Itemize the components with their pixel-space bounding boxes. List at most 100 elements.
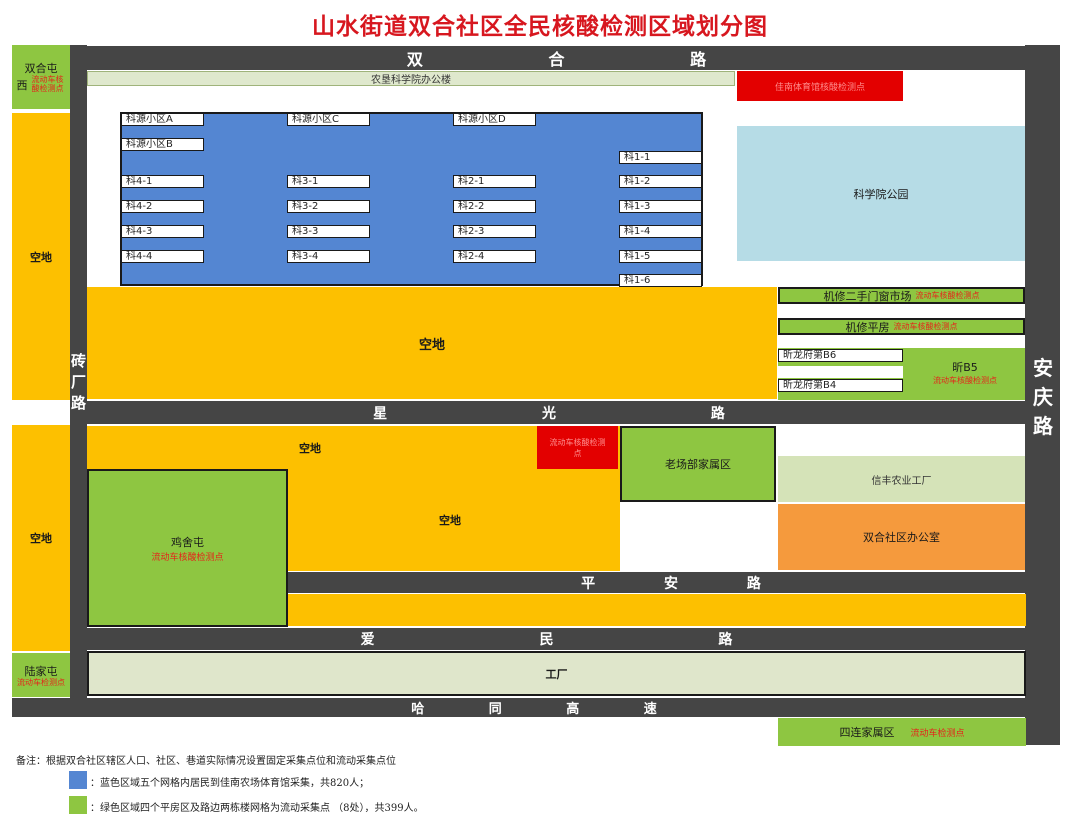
- zone-blue-keyuan[interactable]: [120, 112, 703, 286]
- area-lujiatun[interactable]: 陆家屯 流动车检测点: [12, 653, 70, 697]
- building-ke4-4[interactable]: 科4-4: [121, 250, 204, 263]
- building-label: 昕龙府第B4: [783, 379, 837, 391]
- mobile-test-site-label: 流动车核酸检测点: [915, 291, 980, 300]
- legend-swatch-blue: [69, 771, 87, 789]
- building-label: 科源小区C: [292, 113, 339, 125]
- building-label: 科3-1: [292, 175, 319, 187]
- building-label: 科源小区B: [126, 138, 173, 150]
- road-label-char: 厂: [70, 372, 86, 391]
- building-label: 科3-2: [292, 200, 319, 212]
- gap-white: [778, 366, 903, 378]
- mobile-test-site-label: 流动车核酸检测点: [31, 75, 64, 93]
- area-science-park[interactable]: 科学院公园: [737, 126, 1025, 261]
- area-label: 空地: [439, 514, 461, 527]
- mobile-test-site-label: 流动车核酸检测点: [933, 375, 997, 385]
- building-ke4-1[interactable]: 科4-1: [121, 175, 204, 188]
- building-nongken-office[interactable]: 农垦科学院办公楼: [87, 71, 735, 86]
- building-label: 科1-1: [624, 151, 651, 163]
- area-left-kongdi-2[interactable]: 空地: [12, 425, 70, 651]
- area-left-kongdi-1[interactable]: 空地: [12, 113, 70, 400]
- legend-note-main: 备注：根据双合社区辖区人口、社区、巷道实际情况设置固定采集点位和流动采集点位: [16, 756, 396, 767]
- area-shuanghe-office[interactable]: 双合社区办公室: [778, 504, 1025, 570]
- legend-note-green: ：绿色区域四个平房区及路边两栋楼网格为流动采集点 （8处），共399人。: [90, 803, 424, 814]
- road-zhuanchang: 砖 厂 路: [70, 45, 87, 717]
- building-xinlong-b4[interactable]: 昕龙府第B4: [778, 379, 903, 392]
- building-ke2-4[interactable]: 科2-4: [453, 250, 536, 263]
- road-label: 双 合 路: [406, 50, 767, 69]
- area-label: 双合社区办公室: [863, 531, 940, 544]
- area-silian[interactable]: 四连家属区 流动车检测点: [778, 718, 1026, 746]
- area-xinfeng-factory[interactable]: 信丰农业工厂: [778, 456, 1025, 502]
- gap-white: [12, 401, 70, 424]
- area-factory[interactable]: 工厂: [87, 651, 1026, 696]
- building-ke1-5[interactable]: 科1-5: [619, 250, 702, 263]
- area-yellow-strip: [288, 594, 1026, 626]
- building-label: 科1-3: [624, 200, 651, 212]
- area-shuanghetun-xi[interactable]: 双合屯 西 流动车核酸检测点: [12, 45, 70, 109]
- building-ke4-3[interactable]: 科4-3: [121, 225, 204, 238]
- area-kongdi-b-label: 空地: [420, 512, 480, 528]
- building-ke3-3[interactable]: 科3-3: [287, 225, 370, 238]
- building-keyuan-d[interactable]: 科源小区D: [453, 113, 536, 126]
- test-site-label: 点: [573, 448, 582, 458]
- building-ke1-4[interactable]: 科1-4: [619, 225, 702, 238]
- building-label: 科4-1: [126, 175, 153, 187]
- page-title: 山水街道双合社区全民核酸检测区域划分图: [312, 13, 768, 40]
- road-anqing: 安 庆 路: [1026, 45, 1060, 745]
- test-site-label: 佳南体育馆核酸检测点: [774, 82, 865, 93]
- building-ke4-2[interactable]: 科4-2: [121, 200, 204, 213]
- road-pingan: 平 安 路: [288, 572, 1026, 593]
- building-ke2-2[interactable]: 科2-2: [453, 200, 536, 213]
- building-ke1-2[interactable]: 科1-2: [619, 175, 702, 188]
- building-label: 科4-2: [126, 200, 153, 212]
- building-keyuan-a[interactable]: 科源小区A: [121, 113, 204, 126]
- road-label-char: 砖: [70, 351, 86, 370]
- building-label: 昕B5: [952, 360, 978, 374]
- building-label: 科2-1: [458, 175, 485, 187]
- building-label: 科源小区D: [458, 113, 506, 125]
- building-label: 昕龙府第B6: [783, 349, 837, 361]
- building-keyuan-c[interactable]: 科源小区C: [287, 113, 370, 126]
- area-label: 工厂: [545, 667, 568, 681]
- area-label: 机修平房: [845, 320, 890, 334]
- building-label: 科1-6: [624, 274, 651, 286]
- area-kongdi-a-label: 空地: [280, 440, 340, 456]
- building-keyuan-b[interactable]: 科源小区B: [121, 138, 204, 151]
- area-label: 西: [16, 79, 28, 92]
- building-xinlong-b6[interactable]: 昕龙府第B6: [778, 349, 903, 362]
- area-label: 空地: [30, 250, 52, 264]
- building-label: 科1-4: [624, 225, 651, 237]
- test-site-jianan-gym[interactable]: 佳南体育馆核酸检测点: [737, 71, 903, 101]
- road-xingguang: 星 光 路: [87, 401, 1026, 424]
- area-center-kongdi[interactable]: 空地: [87, 287, 777, 399]
- building-label: 科4-4: [126, 250, 153, 262]
- building-label: 农垦科学院办公楼: [371, 75, 451, 86]
- road-label: 星 光 路: [373, 405, 800, 422]
- test-site-mobile-2[interactable]: 流动车核酸检测 点: [537, 426, 618, 469]
- building-xin-b5[interactable]: 昕B5 流动车核酸检测点: [905, 350, 1025, 394]
- area-jixiu-market[interactable]: 机修二手门窗市场 流动车核酸检测点: [778, 287, 1025, 304]
- mobile-test-site-label: 流动车检测点: [17, 677, 65, 687]
- area-label: 四连家属区: [839, 726, 895, 739]
- road-label-char: 路: [1033, 413, 1053, 438]
- road-hatong-highway: 哈 同 高 速: [12, 698, 1026, 717]
- area-label: 鸡舍屯: [171, 535, 204, 549]
- area-jishetun[interactable]: 鸡舍屯 流动车核酸检测点: [87, 469, 288, 627]
- area-laochangbu[interactable]: 老场部家属区: [620, 426, 776, 502]
- building-ke3-4[interactable]: 科3-4: [287, 250, 370, 263]
- building-ke3-1[interactable]: 科3-1: [287, 175, 370, 188]
- building-ke1-1[interactable]: 科1-1: [619, 151, 702, 164]
- area-label: 陆家屯: [24, 664, 58, 678]
- road-label-char: 路: [70, 393, 86, 412]
- area-label: 空地: [299, 442, 321, 455]
- mobile-test-site-label: 流动车核酸检测点: [151, 552, 224, 563]
- building-ke1-6[interactable]: 科1-6: [619, 274, 702, 287]
- building-label: 科2-3: [458, 225, 485, 237]
- area-label: 信丰农业工厂: [871, 475, 932, 487]
- building-ke1-3[interactable]: 科1-3: [619, 200, 702, 213]
- building-ke2-3[interactable]: 科2-3: [453, 225, 536, 238]
- area-jixiu-pingfang[interactable]: 机修平房 流动车核酸检测点: [778, 318, 1025, 335]
- building-ke2-1[interactable]: 科2-1: [453, 175, 536, 188]
- building-ke3-2[interactable]: 科3-2: [287, 200, 370, 213]
- building-label: 科3-3: [292, 225, 319, 237]
